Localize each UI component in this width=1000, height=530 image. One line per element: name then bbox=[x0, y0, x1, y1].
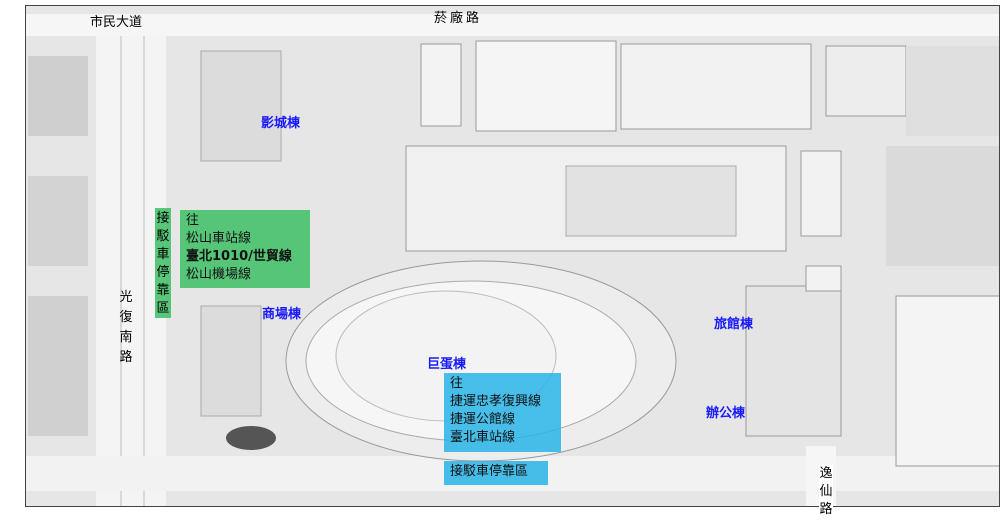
road-label-yixian: 逸仙路 bbox=[819, 465, 833, 519]
ellipse-structure bbox=[226, 426, 276, 450]
green-line: 松山機場線 bbox=[186, 267, 252, 282]
label-cinema: 影城棟 bbox=[261, 116, 301, 131]
green-heading: 往 bbox=[186, 213, 200, 228]
green-line: 松山車站線 bbox=[186, 231, 252, 246]
road-label-guangfu: 光復南路 bbox=[119, 290, 133, 365]
label-hotel: 旅館棟 bbox=[714, 317, 754, 332]
label-dome: 巨蛋棟 bbox=[427, 357, 467, 372]
blue-route-box: 往 捷運忠孝復興線 捷運公館線 臺北車站線 bbox=[444, 373, 561, 452]
blue-line: 捷運忠孝復興線 bbox=[450, 394, 542, 409]
green-route-box: 往 松山車站線 臺北1010/世貿線 松山機場線 bbox=[180, 210, 310, 288]
blue-line: 捷運公館線 bbox=[450, 412, 516, 427]
guangfu-road bbox=[96, 31, 166, 506]
yanchang-road bbox=[26, 14, 999, 36]
green-shuttle-stop: 接駁車停靠區 bbox=[155, 208, 171, 318]
label-mall: 商場棟 bbox=[262, 307, 302, 322]
road-label-shimin: 市民大道 bbox=[90, 15, 143, 30]
site-map bbox=[25, 5, 1000, 507]
blue-line: 臺北車站線 bbox=[450, 430, 516, 445]
label-office: 辦公棟 bbox=[706, 406, 746, 421]
blue-heading: 往 bbox=[450, 376, 464, 391]
blue-shuttle-stop: 接駁車停靠區 bbox=[444, 461, 548, 485]
green-line: 臺北1010/世貿線 bbox=[186, 249, 292, 264]
road-label-yanchang: 菸廠路 bbox=[434, 11, 483, 26]
